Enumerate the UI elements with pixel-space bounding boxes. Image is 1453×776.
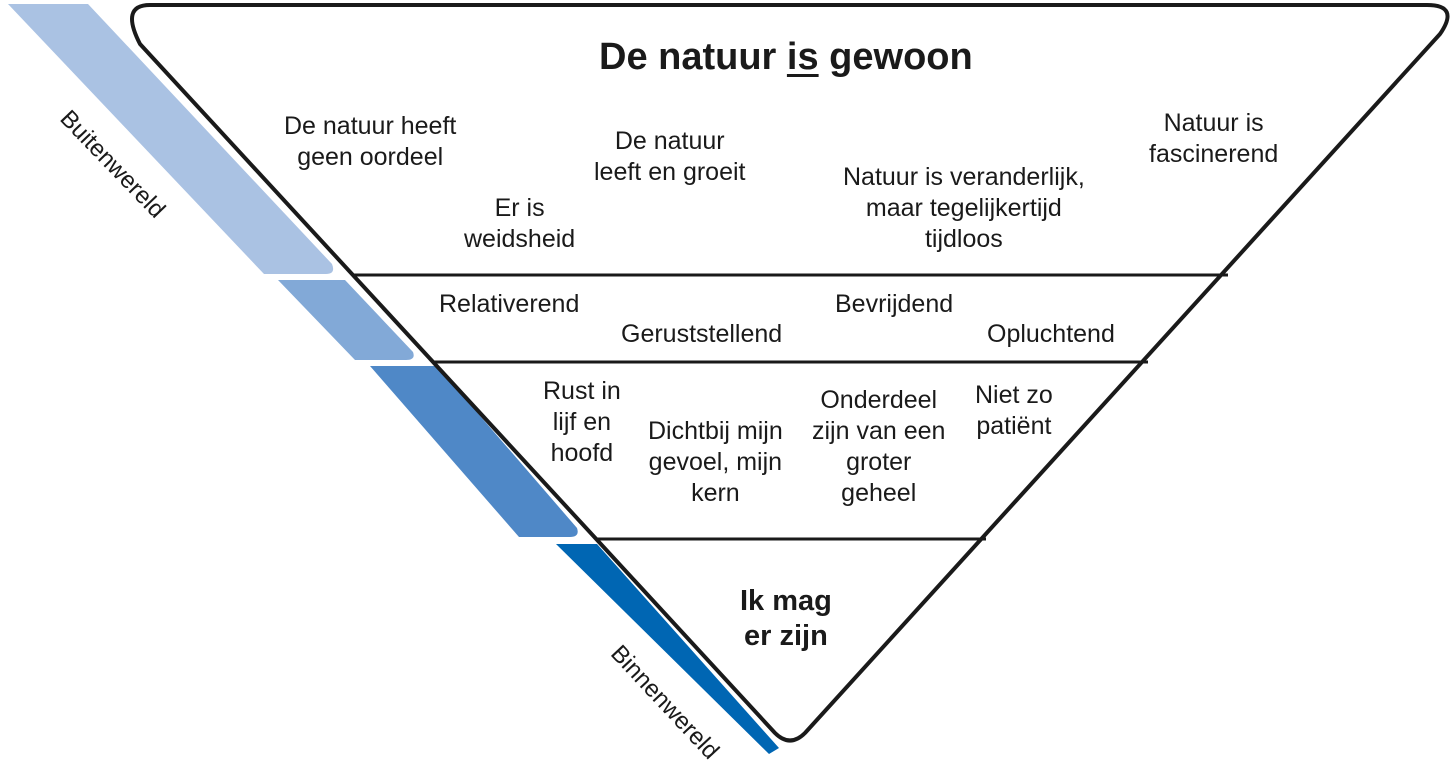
- band-core: [556, 544, 779, 754]
- title-suffix: gewoon: [818, 36, 973, 78]
- core-label: Ik mag er zijn: [740, 585, 832, 652]
- outer-label-3: Natuur is fascinerend: [1149, 109, 1279, 168]
- title-prefix: De natuur: [599, 36, 787, 78]
- band-outer: [8, 4, 334, 274]
- outer-label-2: De natuur leeft en groeit: [594, 127, 746, 186]
- title-emphasis: is: [786, 36, 819, 78]
- third-label-1: Rust in lijf en hoofd: [543, 377, 621, 467]
- outer-label-4: Er is weidsheid: [464, 194, 576, 253]
- second-label-3: Geruststellend: [621, 320, 783, 348]
- diagram-title: De natuur is gewoon: [599, 36, 973, 79]
- band-third: [370, 366, 578, 537]
- band-second: [278, 280, 414, 360]
- second-label-1: Relativerend: [439, 290, 580, 318]
- third-label-3: Onderdeel zijn van een groter geheel: [812, 386, 946, 507]
- second-label-4: Opluchtend: [987, 320, 1115, 348]
- second-label-2: Bevrijdend: [835, 290, 954, 318]
- third-label-4: Niet zo patiënt: [975, 381, 1053, 440]
- outer-label-1: De natuur heeft geen oordeel: [284, 112, 457, 171]
- third-label-2: Dichtbij mijn gevoel, mijn kern: [648, 417, 783, 507]
- triangle-outline: [130, 3, 1450, 743]
- outer-label-5: Natuur is veranderlijk, maar tegelijkert…: [843, 163, 1085, 253]
